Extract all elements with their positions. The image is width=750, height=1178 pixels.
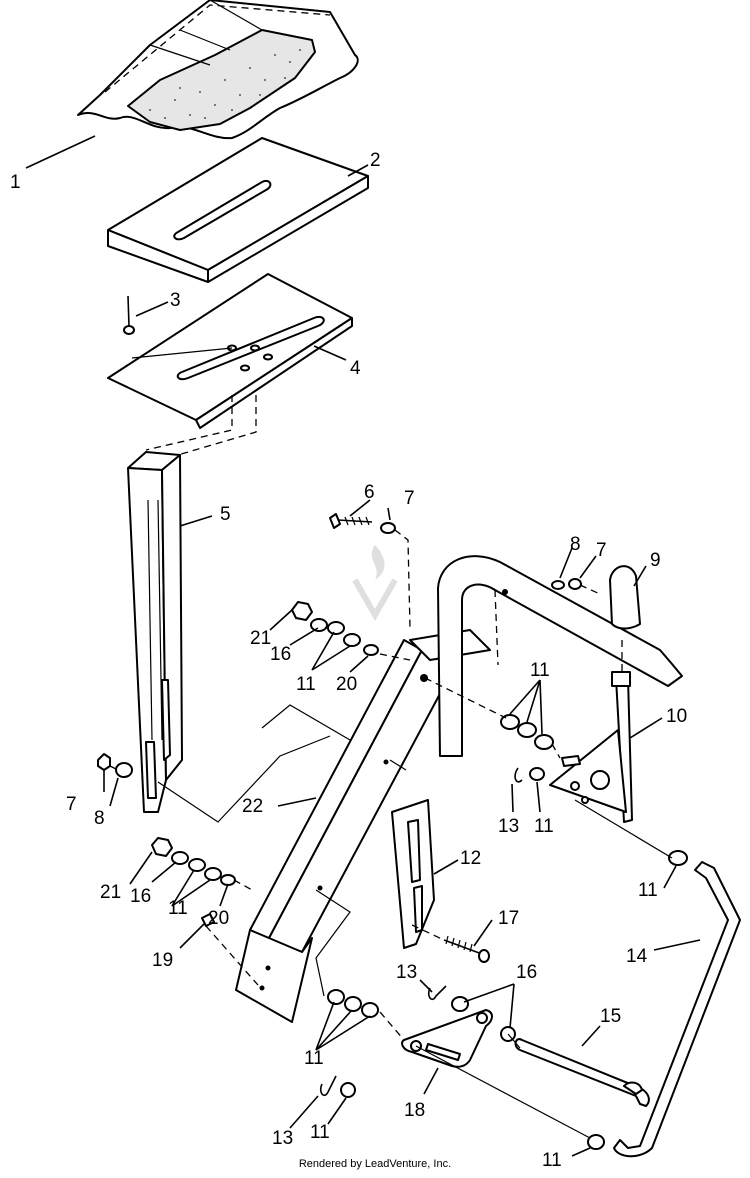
handle-frame	[437, 555, 683, 757]
mat-texture	[149, 49, 301, 119]
callout-11-bottom-left: 11	[310, 1122, 330, 1143]
callout-3: 3	[170, 290, 181, 311]
callout-12: 12	[460, 848, 481, 869]
callout-labels: 1 2 3 4 5 6 7 7 8 7 8 9 10 11 11 13 21 1…	[10, 150, 687, 1171]
callout-8-left: 7	[66, 794, 77, 815]
callout-2: 2	[370, 150, 381, 171]
callout-11-upper: 11	[296, 674, 316, 695]
part-17-bolt	[443, 935, 490, 963]
part-15-link	[514, 1038, 650, 1107]
callout-16-mid: 16	[516, 962, 537, 983]
callout-17: 17	[498, 908, 519, 929]
watermark-logo	[352, 545, 398, 622]
callout-11-plate: 11	[534, 816, 554, 837]
callout-11-triple-upper: 11	[530, 660, 550, 681]
callout-18: 18	[404, 1100, 425, 1121]
callout-22: 22	[242, 796, 263, 817]
part-22-tube	[235, 629, 491, 1023]
part-9-knob	[609, 565, 641, 630]
part-12-slotted-bracket	[391, 799, 435, 949]
assembly-lines	[109, 529, 673, 1139]
leader-lines	[25, 135, 701, 1157]
callout-15: 15	[600, 1006, 621, 1027]
callout-4: 4	[350, 358, 361, 379]
callout-21-upper: 21	[250, 628, 271, 649]
part-2-slotted-pad	[107, 137, 369, 283]
callout-19: 19	[152, 950, 173, 971]
part-5-bracket	[127, 451, 183, 813]
callout-16-lower: 16	[130, 886, 151, 907]
callout-11-lower-triple: 11	[304, 1048, 324, 1069]
callout-21-lower: 21	[100, 882, 121, 903]
part-14-rod	[613, 861, 741, 1158]
callout-1: 1	[10, 172, 21, 193]
callout-16-upper: 16	[270, 644, 291, 665]
part-18-bell-crank	[401, 1009, 493, 1068]
hardware-washers	[97, 522, 688, 1150]
callout-13-plate: 13	[498, 816, 519, 837]
part-1-floor-mat	[77, 0, 359, 140]
callout-14: 14	[626, 946, 648, 967]
callout-7-left: 8	[94, 808, 105, 829]
callout-8-top: 7	[596, 540, 607, 561]
callout-7-right: 8	[570, 534, 581, 555]
callout-10: 10	[666, 706, 687, 727]
callout-5: 5	[220, 504, 231, 525]
callout-20-lower: 20	[208, 908, 229, 929]
part-3-screw	[123, 295, 135, 335]
callout-6: 6	[364, 482, 375, 503]
callout-11-rod: 11	[638, 880, 658, 901]
footer-credit: Rendered by LeadVenture, Inc.	[298, 1158, 452, 1170]
callout-11-lower-left: 11	[168, 898, 188, 919]
part-4-plate	[107, 273, 353, 456]
callout-20-upper: 20	[336, 674, 357, 695]
callout-11-bottom-right: 11	[542, 1150, 562, 1171]
part-10-lever	[549, 640, 633, 823]
part-6-bolt	[329, 513, 373, 529]
callout-9: 9	[650, 550, 661, 571]
callout-7-top: 7	[404, 488, 415, 509]
callout-13-bottom: 13	[272, 1128, 293, 1149]
callout-13-mid: 13	[396, 962, 417, 983]
